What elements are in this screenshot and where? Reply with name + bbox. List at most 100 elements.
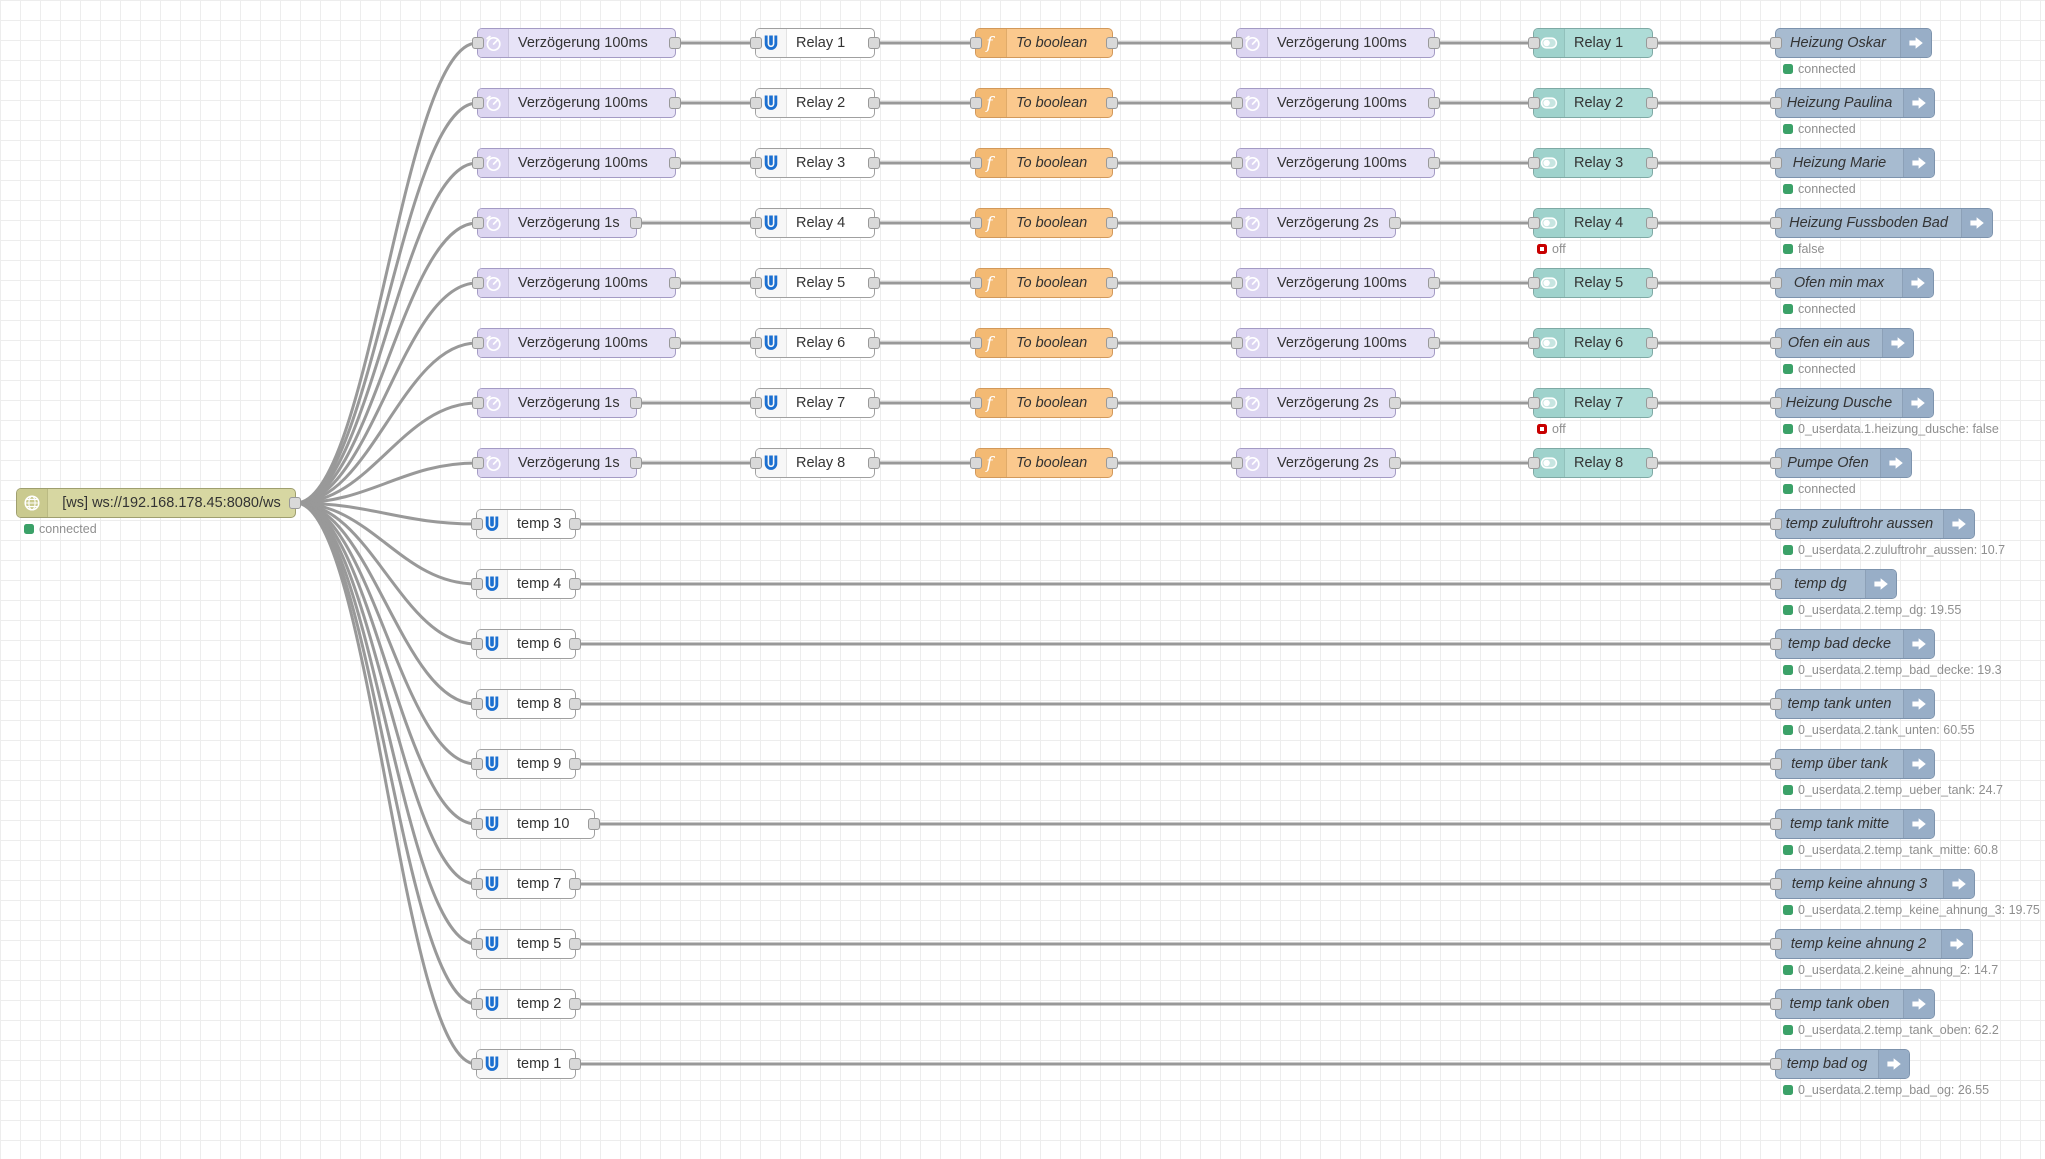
output-port[interactable] <box>1106 397 1118 409</box>
input-port[interactable] <box>471 698 483 710</box>
delay-node[interactable]: Verzögerung 100ms <box>472 148 681 178</box>
input-port[interactable] <box>1770 277 1782 289</box>
input-port[interactable] <box>472 37 484 49</box>
input-port[interactable] <box>471 758 483 770</box>
output-port[interactable] <box>1646 397 1658 409</box>
input-port[interactable] <box>1770 638 1782 650</box>
delay-node[interactable]: Verzögerung 1s <box>472 208 642 238</box>
input-port[interactable] <box>471 518 483 530</box>
output-port[interactable] <box>1646 457 1658 469</box>
output-node[interactable]: Ofen ein aus <box>1770 328 1914 358</box>
input-port[interactable] <box>1231 277 1243 289</box>
output-node[interactable]: temp bad og <box>1770 1049 1910 1079</box>
output-node[interactable]: Heizung Oskar <box>1770 28 1932 58</box>
input-port[interactable] <box>471 938 483 950</box>
wire[interactable] <box>295 401 478 505</box>
input-port[interactable] <box>750 97 762 109</box>
wire[interactable] <box>295 161 478 505</box>
output-node[interactable]: temp keine ahnung 2 <box>1770 929 1973 959</box>
delay-node[interactable]: Verzögerung 100ms <box>472 88 681 118</box>
temp-node[interactable]: temp 7 <box>471 869 581 899</box>
input-port[interactable] <box>1231 157 1243 169</box>
delay-node[interactable]: Verzögerung 100ms <box>1231 88 1440 118</box>
output-port[interactable] <box>669 97 681 109</box>
output-port[interactable] <box>1646 157 1658 169</box>
input-port[interactable] <box>1770 217 1782 229</box>
output-port[interactable] <box>1106 157 1118 169</box>
output-port[interactable] <box>569 938 581 950</box>
output-port[interactable] <box>1428 277 1440 289</box>
relay-node[interactable]: Relay 4 <box>750 208 880 238</box>
output-port[interactable] <box>630 397 642 409</box>
ui-switch-node[interactable]: Relay 7 <box>1528 388 1658 418</box>
wire[interactable] <box>295 221 478 505</box>
input-port[interactable] <box>1528 157 1540 169</box>
input-port[interactable] <box>1231 337 1243 349</box>
input-port[interactable] <box>1770 337 1782 349</box>
input-port[interactable] <box>1231 457 1243 469</box>
output-port[interactable] <box>569 518 581 530</box>
input-port[interactable] <box>970 97 982 109</box>
output-port[interactable] <box>868 97 880 109</box>
temp-node[interactable]: temp 5 <box>471 929 581 959</box>
output-node[interactable]: Pumpe Ofen <box>1770 448 1912 478</box>
output-node[interactable]: Heizung Marie <box>1770 148 1935 178</box>
input-port[interactable] <box>750 157 762 169</box>
input-port[interactable] <box>471 878 483 890</box>
output-port[interactable] <box>1106 97 1118 109</box>
websocket-in-node[interactable]: [ws] ws://192.168.178.45:8080/ws <box>16 488 301 518</box>
delay-node[interactable]: Verzögerung 100ms <box>472 328 681 358</box>
output-port[interactable] <box>569 878 581 890</box>
input-port[interactable] <box>471 1058 483 1070</box>
input-port[interactable] <box>472 217 484 229</box>
input-port[interactable] <box>970 337 982 349</box>
output-port[interactable] <box>569 698 581 710</box>
temp-node[interactable]: temp 2 <box>471 989 581 1019</box>
temp-node[interactable]: temp 8 <box>471 689 581 719</box>
delay-node[interactable]: Verzögerung 1s <box>472 448 642 478</box>
input-port[interactable] <box>750 277 762 289</box>
wire[interactable] <box>295 101 478 505</box>
input-port[interactable] <box>1528 337 1540 349</box>
delay-node[interactable]: Verzögerung 100ms <box>472 28 681 58</box>
input-port[interactable] <box>472 277 484 289</box>
output-port[interactable] <box>1428 37 1440 49</box>
delay-node[interactable]: Verzögerung 100ms <box>1231 328 1440 358</box>
output-port[interactable] <box>569 1058 581 1070</box>
relay-node[interactable]: Relay 6 <box>750 328 880 358</box>
input-port[interactable] <box>1231 217 1243 229</box>
output-port[interactable] <box>569 638 581 650</box>
output-port[interactable] <box>1646 337 1658 349</box>
input-port[interactable] <box>750 457 762 469</box>
output-port[interactable] <box>868 277 880 289</box>
output-port[interactable] <box>1106 277 1118 289</box>
input-port[interactable] <box>1231 97 1243 109</box>
input-port[interactable] <box>471 578 483 590</box>
output-port[interactable] <box>569 758 581 770</box>
output-node[interactable]: temp bad decke <box>1770 629 1935 659</box>
input-port[interactable] <box>1770 698 1782 710</box>
wire[interactable] <box>295 41 478 505</box>
input-port[interactable] <box>472 457 484 469</box>
ui-switch-node[interactable]: Relay 4 <box>1528 208 1658 238</box>
input-port[interactable] <box>1528 97 1540 109</box>
temp-node[interactable]: temp 4 <box>471 569 581 599</box>
output-port[interactable] <box>868 37 880 49</box>
ui-switch-node[interactable]: Relay 6 <box>1528 328 1658 358</box>
output-port[interactable] <box>669 157 681 169</box>
wire[interactable] <box>295 501 477 826</box>
wire[interactable] <box>295 501 477 586</box>
wire[interactable] <box>295 341 478 505</box>
output-node[interactable]: temp dg <box>1770 569 1897 599</box>
input-port[interactable] <box>1770 938 1782 950</box>
wire[interactable] <box>295 501 477 946</box>
input-port[interactable] <box>472 397 484 409</box>
ui-switch-node[interactable]: Relay 2 <box>1528 88 1658 118</box>
output-port[interactable] <box>868 397 880 409</box>
wire[interactable] <box>295 501 477 646</box>
output-port[interactable] <box>289 497 301 509</box>
